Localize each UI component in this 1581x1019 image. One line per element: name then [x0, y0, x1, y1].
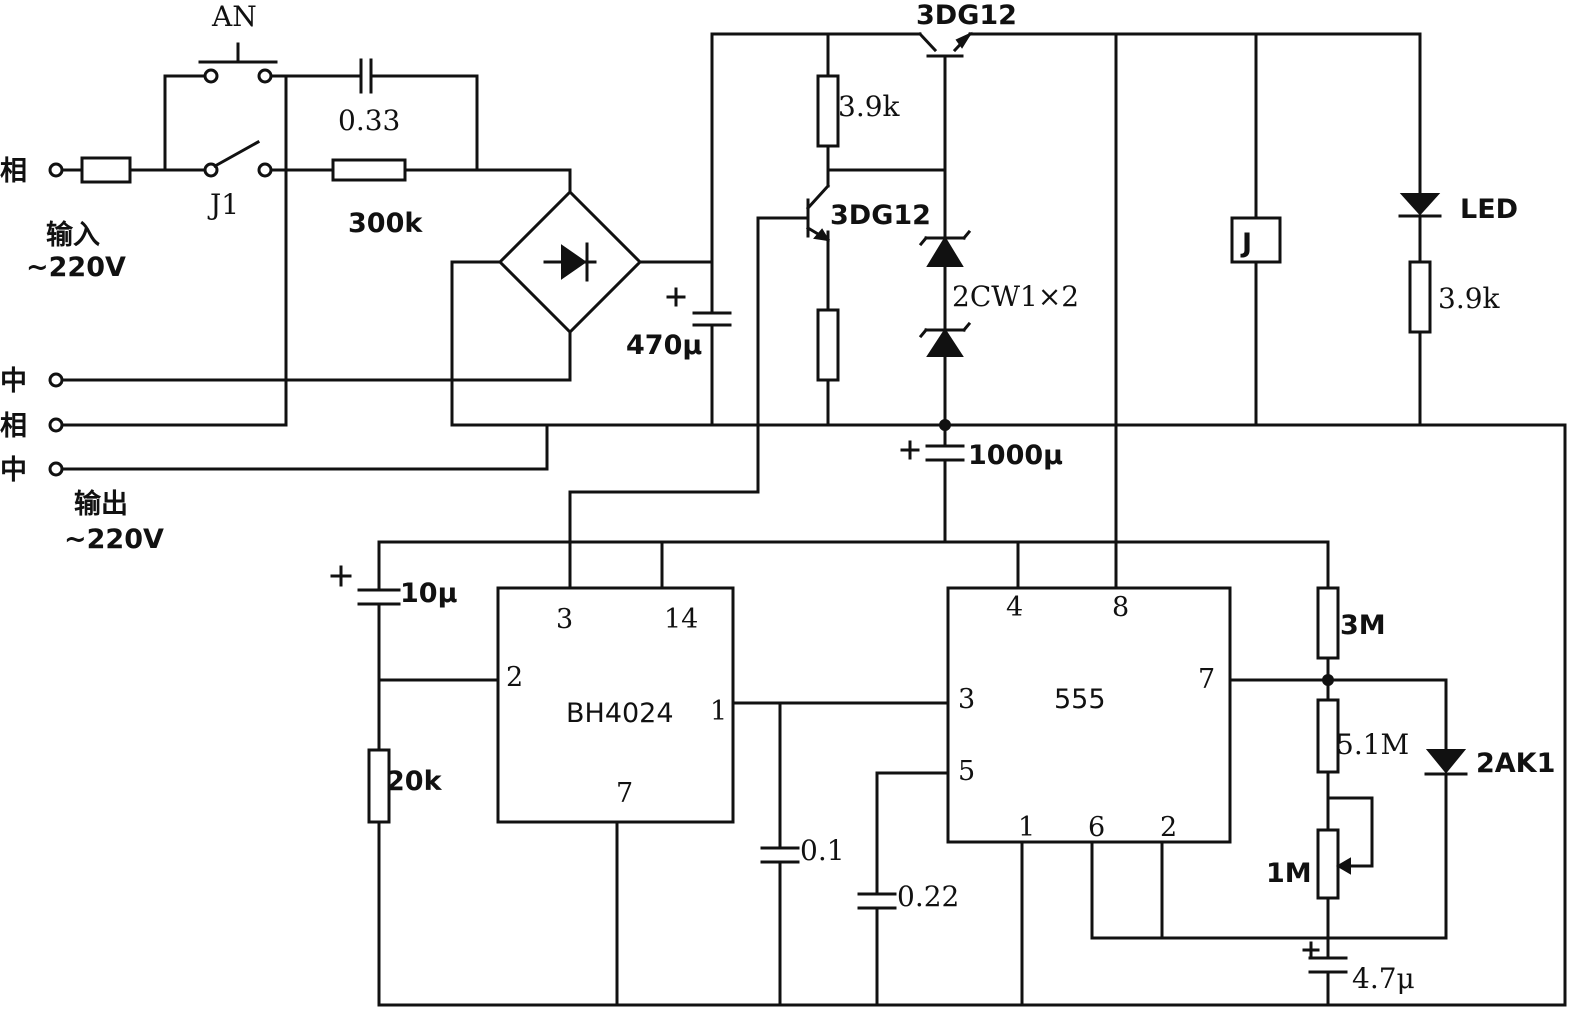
- driver-transistor: [805, 183, 831, 243]
- timer-chip-555: [946, 586, 1232, 844]
- relay-coil: [1230, 216, 1282, 264]
- capacitor-4-7u: [1302, 941, 1348, 974]
- capacitor-0-33: [359, 58, 373, 94]
- pin-555-6: 6: [1088, 812, 1105, 843]
- pass-transistor: [917, 31, 973, 58]
- capacitor-0-1: [760, 846, 800, 864]
- resistor-3-9k-led: [1408, 260, 1432, 334]
- label-driver-transistor: 3DG12: [830, 200, 931, 231]
- resistor-20k: [367, 748, 391, 824]
- pin-555-7: 7: [1198, 664, 1215, 695]
- terminals: [48, 162, 64, 477]
- label-resistor-3-9k-led: 3.9k: [1438, 282, 1501, 315]
- label-output-phase: 相: [0, 411, 27, 442]
- label-resistor-5-1m: 5.1M: [1336, 728, 1409, 761]
- neutral-terminal-1: [48, 372, 64, 388]
- capacitor-1000u: [900, 440, 965, 462]
- label-output: 输出: [74, 488, 128, 520]
- label-relay: J: [1240, 228, 1252, 259]
- pin-bh4024-2: 2: [506, 662, 523, 693]
- regulator-wiring: [568, 32, 1567, 1007]
- label-diode-2ak1: 2AK1: [1476, 748, 1555, 779]
- junction-dot-timing: [1322, 674, 1334, 686]
- label-resistor-3m: 3M: [1340, 610, 1386, 641]
- label-cap-0-33: 0.33: [338, 104, 400, 137]
- bridge-rectifier: [497, 168, 643, 335]
- resistor-emitter: [816, 308, 840, 382]
- pin-555-8: 8: [1112, 592, 1129, 623]
- resistor-300k: [331, 158, 407, 182]
- label-cap-4-7u: 4.7μ: [1352, 962, 1415, 995]
- fuse: [80, 156, 132, 184]
- label-relay-contact-j1: J1: [207, 188, 239, 221]
- label-output-voltage: ~220V: [64, 524, 164, 555]
- label-cap-0-1: 0.1: [800, 834, 845, 867]
- pin-bh4024-1: 1: [710, 696, 727, 727]
- labels: 相 输入 ~220V 中 相 中 输出 ~220V AN J1 0.33 300…: [0, 0, 1555, 995]
- label-cap-10u: 10μ: [400, 578, 458, 609]
- label-input-phase: 相: [0, 156, 27, 187]
- pin-555-1: 1: [1018, 812, 1035, 843]
- potentiometer-1m: [1316, 828, 1351, 900]
- input-wiring: [60, 74, 1567, 471]
- led: [1398, 193, 1442, 218]
- pin-bh4024-3: 3: [556, 604, 573, 635]
- label-pass-transistor: 3DG12: [916, 0, 1017, 31]
- output-phase-terminal: [48, 417, 64, 433]
- capacitor-470u: [666, 287, 732, 327]
- label-input: 输入: [46, 219, 100, 251]
- label-zener: 2CW1×2: [952, 280, 1079, 313]
- push-button-an: [198, 42, 278, 84]
- counter-chip-bh4024: [496, 586, 735, 824]
- pin-555-5: 5: [958, 756, 975, 787]
- pin-bh4024-7: 7: [616, 778, 633, 809]
- label-cap-470u: 470μ: [626, 330, 702, 361]
- label-cap-0-22: 0.22: [897, 880, 959, 913]
- diode-2ak1: [1424, 749, 1468, 776]
- label-cap-1000u: 1000μ: [968, 440, 1063, 471]
- label-resistor-3-9k-bias: 3.9k: [838, 90, 901, 123]
- resistor-5-1m: [1316, 698, 1340, 774]
- relay-contact-j1: [203, 139, 273, 178]
- chip-name-555: 555: [1054, 684, 1106, 715]
- pin-555-2: 2: [1160, 812, 1177, 843]
- chip-name-bh4024: BH4024: [566, 698, 674, 729]
- label-pot-1m: 1M: [1266, 858, 1312, 889]
- label-input-voltage: ~220V: [26, 252, 126, 283]
- resistor-3m: [1316, 586, 1340, 660]
- pin-555-3: 3: [958, 684, 975, 715]
- resistor-3-9k-bias: [816, 74, 840, 148]
- pin-555-4: 4: [1006, 592, 1023, 623]
- label-neutral-1: 中: [0, 366, 27, 397]
- capacitor-10u: [330, 565, 401, 606]
- label-resistor-20k: 20k: [386, 766, 443, 797]
- neutral-terminal-2: [48, 461, 64, 477]
- input-phase-terminal: [48, 162, 64, 178]
- junction-dot: [939, 419, 951, 431]
- label-button-an: AN: [211, 0, 257, 33]
- label-led: LED: [1460, 194, 1518, 225]
- label-neutral-2: 中: [0, 455, 27, 486]
- capacitor-0-22: [857, 892, 897, 910]
- label-resistor-300k: 300k: [348, 208, 423, 239]
- zener-diodes: [918, 229, 972, 357]
- pin-bh4024-14: 14: [664, 604, 698, 635]
